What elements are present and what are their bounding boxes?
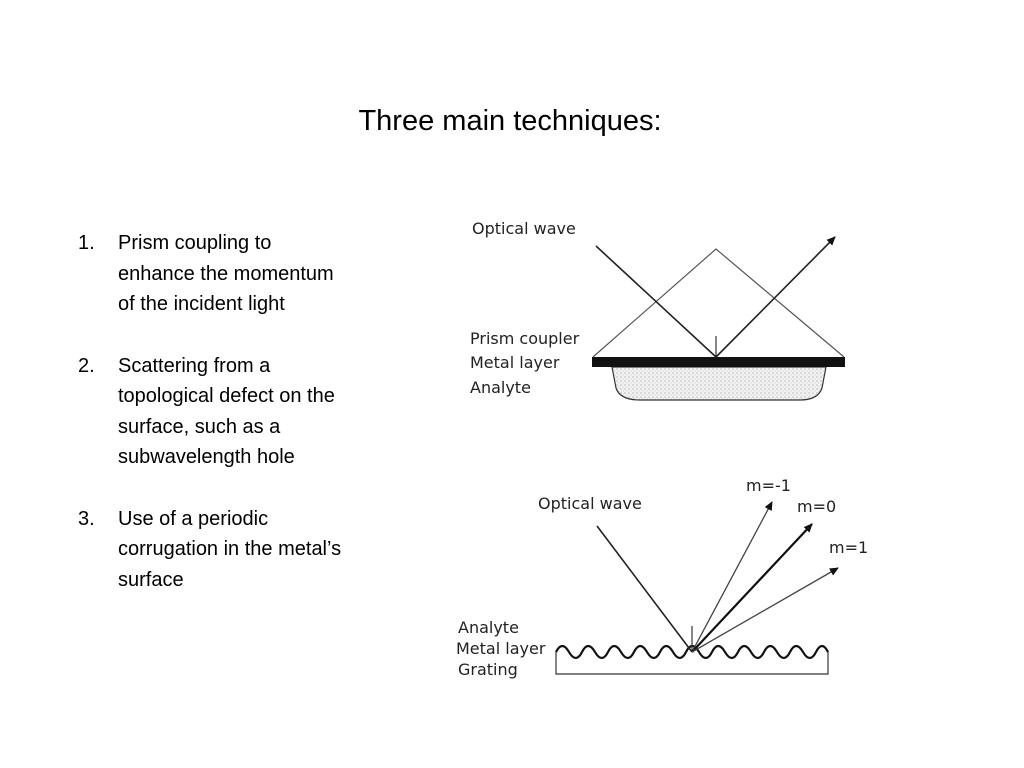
analyte-region	[611, 366, 827, 401]
prism-incident-ray	[595, 245, 717, 358]
order-0-label: m=0	[797, 497, 836, 516]
technique-item-2: 2. Scattering from a topological defect …	[78, 351, 348, 473]
grating-label: Grating	[458, 660, 518, 679]
technique-list: 1. Prism coupling to enhance the momentu…	[78, 228, 348, 626]
technique-number: 3.	[78, 507, 95, 530]
prism-coupler-label: Prism coupler	[470, 329, 580, 348]
prism-coupler	[592, 248, 845, 358]
grating-diagram: Optical wave m=-1 m=0 m=1 Analyte Metal …	[456, 476, 868, 679]
prism-metal-layer-label: Metal layer	[470, 353, 560, 372]
technique-item-1: 1. Prism coupling to enhance the momentu…	[78, 228, 348, 320]
grating-substrate	[555, 652, 829, 675]
order-1-label: m=1	[829, 538, 868, 557]
order-minus1-arrow	[691, 501, 773, 653]
prism-diagram: Optical wave Prism coupler Metal layer A…	[470, 219, 845, 401]
technique-text: Use of a periodic corrugation in the met…	[118, 507, 342, 591]
technique-number: 2.	[78, 354, 95, 377]
prism-optical-wave-label: Optical wave	[472, 219, 576, 238]
order-0-arrow	[691, 523, 813, 653]
metal-layer	[592, 357, 845, 367]
technique-text: Prism coupling to enhance the momentum o…	[118, 232, 334, 315]
prism-reflected-ray-arrow	[715, 236, 836, 358]
order-minus1-label: m=-1	[746, 476, 791, 495]
prism-analyte-label: Analyte	[470, 378, 531, 397]
technique-item-3: 3. Use of a periodic corrugation in the …	[78, 504, 348, 596]
grating-optical-wave-label: Optical wave	[538, 494, 642, 513]
grating-metal-layer-label: Metal layer	[456, 639, 546, 658]
grating-incident-ray	[596, 525, 693, 653]
grating-analyte-label: Analyte	[458, 618, 519, 637]
slide-title: Three main techniques:	[358, 105, 662, 137]
technique-number: 1.	[78, 232, 95, 254]
technique-text: Scattering from a topological defect on …	[118, 354, 335, 469]
order-1-arrow	[691, 567, 839, 653]
